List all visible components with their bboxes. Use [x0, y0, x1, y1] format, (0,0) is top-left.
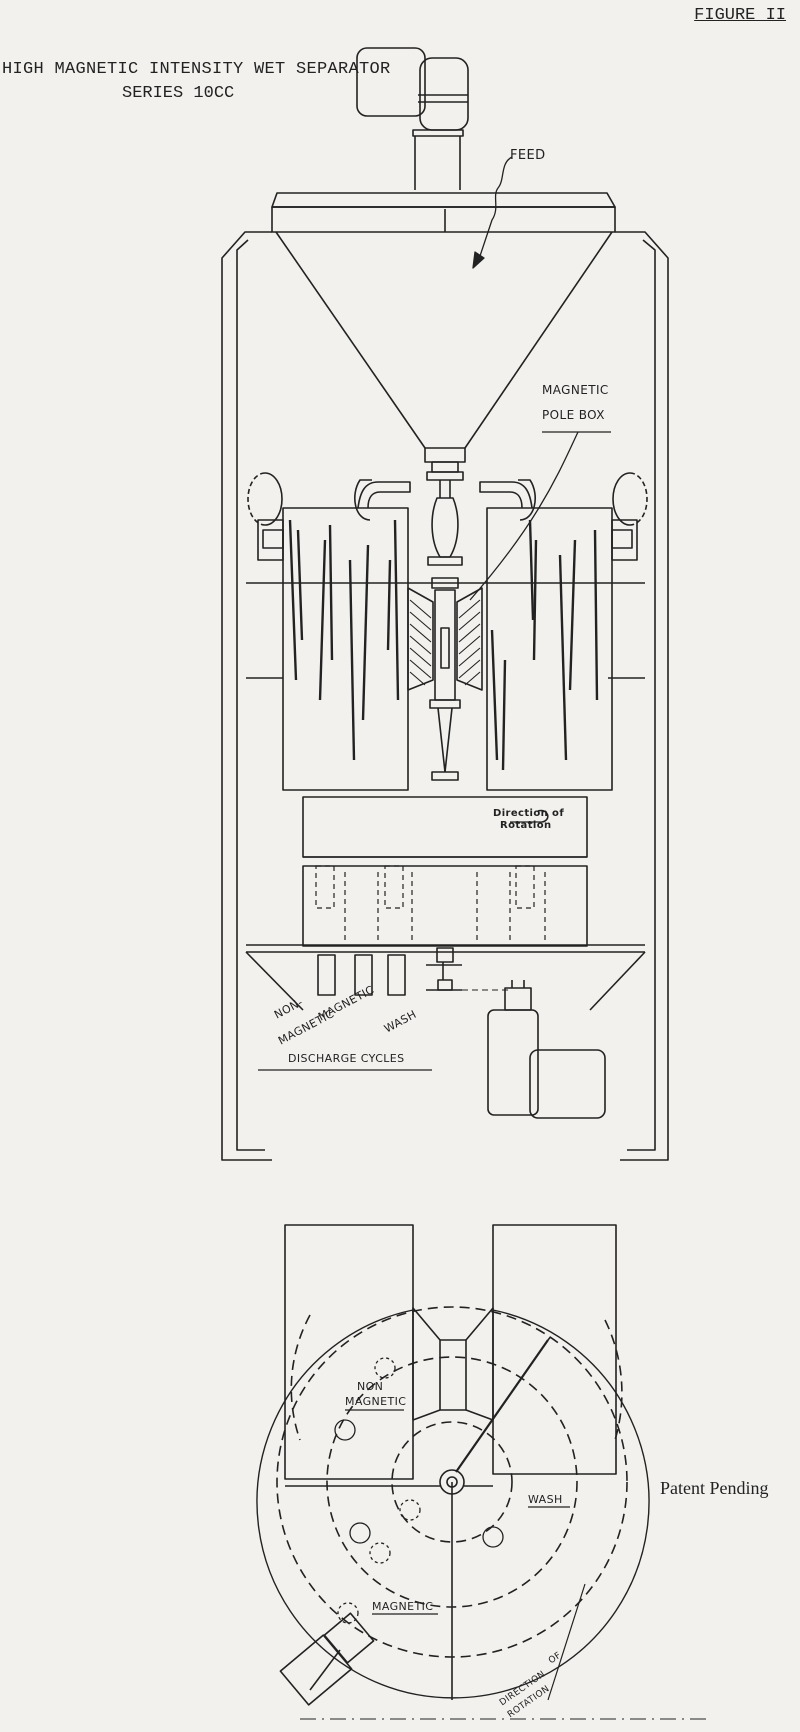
central-shaft	[426, 471, 464, 781]
pole-box-label-2: POLE BOX	[542, 408, 605, 422]
discharge-ports-plan	[334, 1357, 504, 1624]
top-drive-motor	[356, 47, 469, 190]
rotating-table	[302, 796, 588, 947]
frame	[221, 192, 669, 1161]
left-magnet-coil	[282, 507, 409, 791]
discharge-cycles-label: DISCHARGE CYCLES	[288, 1052, 405, 1065]
patent-note: Patent Pending	[660, 1478, 769, 1498]
side-brackets	[247, 472, 648, 561]
pole-box-label-1: MAGNETIC	[542, 383, 609, 397]
feed-pipes	[354, 479, 536, 521]
rotation-label-1: Direction of	[493, 808, 565, 819]
right-magnet-coil	[486, 507, 613, 791]
discharge-spouts	[317, 947, 510, 996]
annotation-arrows	[258, 156, 611, 1071]
rotating-table-plan	[256, 1306, 650, 1700]
coil-housings	[284, 1224, 617, 1480]
figure-label: FIGURE II	[694, 6, 786, 25]
plan-wash-label: WASH	[528, 1493, 563, 1506]
lower-drive-motor	[487, 980, 606, 1119]
plan-non-label: NON	[357, 1380, 384, 1393]
rotation-label-2: Rotation	[500, 820, 552, 831]
plan-annotation-lines	[300, 1409, 712, 1720]
plan-non-magnetic-label: MAGNETIC	[345, 1395, 407, 1408]
feed-hopper	[275, 231, 613, 473]
plan-magnetic-label: MAGNETIC	[372, 1600, 434, 1613]
plan-drive-motor	[279, 1612, 375, 1706]
figure-subtitle: SERIES 10CC	[122, 84, 235, 103]
feed-label: FEED	[510, 148, 546, 163]
figure-title: HIGH MAGNETIC INTENSITY WET SEPARATOR	[2, 60, 391, 79]
